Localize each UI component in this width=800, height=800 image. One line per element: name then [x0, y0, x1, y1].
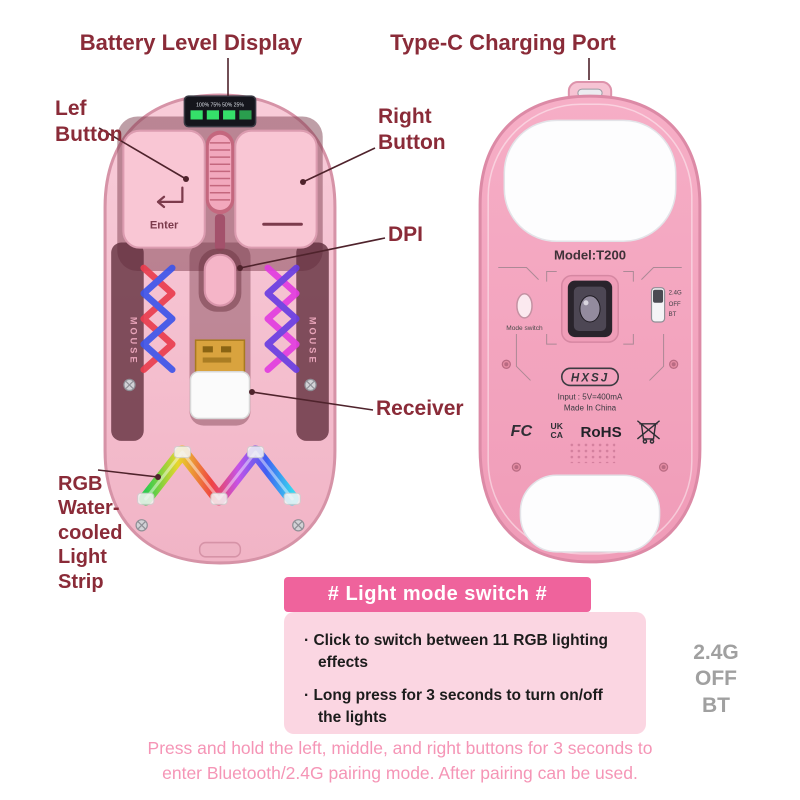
model-number: Model:T200 [554, 247, 626, 262]
input-spec: Input : 5V=400mA [558, 393, 623, 402]
light-mode-info-box: · Click to switch between 11 RGB lightin… [284, 612, 646, 734]
side-switch-label: 2.4G OFF BT [693, 641, 739, 717]
callout-battery-label: Battery Level Display [79, 30, 303, 55]
callout-rgb-strip-label: RGB Water- cooled Light Strip [58, 473, 123, 593]
speaker-vents [566, 442, 616, 464]
callout-right-button-label: Right Button [378, 105, 446, 154]
bottom-screws [501, 359, 679, 472]
switch-off-label: OFF [669, 302, 681, 308]
screws [123, 378, 317, 532]
footer-line-2: enter Bluetooth/2.4G pairing mode. After… [162, 762, 638, 783]
footer-line-1: Press and hold the left, middle, and rig… [147, 738, 653, 758]
connection-mode-switch[interactable] [650, 287, 666, 323]
battery-percent-text: 100% 75% 50% 25% [196, 102, 244, 108]
top-mouse-illustration: MOUSE MOUSE 100% 75% 50% 25% Enter [103, 93, 337, 565]
enter-arrow-icon [156, 186, 184, 209]
mode-switch-label: Mode switch [506, 325, 543, 332]
made-in-label: Made In China [564, 404, 617, 413]
top-glide-pad [503, 119, 677, 243]
battery-level-display: 100% 75% 50% 25% [183, 95, 257, 128]
left-rail [111, 242, 144, 441]
callout-receiver-label: Receiver [376, 397, 464, 420]
ukca-mark-ca: CA [551, 430, 563, 440]
switch-24g-label: 2.4G [669, 291, 682, 297]
usb-receiver [189, 339, 251, 420]
bottom-tab [198, 541, 242, 558]
brand-logo: HXSJ [571, 372, 609, 384]
dpi-button[interactable] [198, 248, 242, 312]
rohs-mark: RoHS [581, 424, 622, 441]
right-rgb-tubes [264, 264, 300, 373]
scroll-wheel[interactable] [205, 130, 235, 251]
bottom-glide-pad [519, 474, 661, 553]
fcc-mark: FC [511, 422, 533, 440]
footer-note: Press and hold the left, middle, and rig… [90, 736, 710, 785]
rgb-water-cooled-strip [137, 445, 301, 506]
switch-bt-label: BT [669, 312, 677, 318]
callout-typec-label: Type-C Charging Port [390, 30, 616, 55]
bottom-mouse-illustration: Model:T200 Mode switch 2.4G OFF BT HXSJ … [478, 81, 702, 564]
ukca-mark-uk: UK [551, 421, 564, 431]
brand-logo-box [560, 367, 620, 387]
callout-dpi-label: DPI [388, 223, 424, 246]
light-mode-bullet-1: · Click to switch between 11 RGB lightin… [304, 632, 609, 671]
shell-inner-gloss [487, 103, 693, 555]
light-mode-bullet-2: · Long press for 3 seconds to turn on/of… [304, 687, 603, 727]
weee-bin-icon [636, 420, 661, 444]
left-rail-text: MOUSE [129, 317, 139, 366]
optical-sensor [561, 274, 619, 343]
circuit-decor [498, 267, 682, 381]
right-mouse-button[interactable] [234, 129, 318, 249]
light-mode-banner: # Light mode switch # [284, 577, 591, 612]
enter-label: Enter [150, 219, 179, 231]
left-rgb-tubes [140, 264, 176, 373]
callout-left-button-label: Lef Button [55, 97, 123, 146]
right-rail-text: MOUSE [307, 317, 317, 366]
mode-switch-button[interactable] [516, 292, 533, 319]
